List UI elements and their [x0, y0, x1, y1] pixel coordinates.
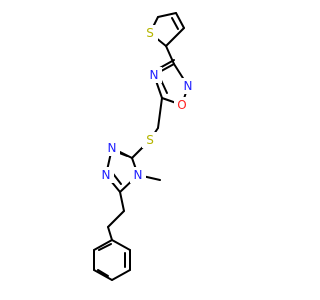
n-oxadiazole-left-label: N [150, 68, 159, 82]
bond-oxadiazole-ch2 [157, 97, 163, 129]
bond-triazole-ch2a [119, 191, 125, 212]
s-thiophene-bg [142, 25, 158, 41]
s-thiophene-label: S [146, 26, 154, 40]
n-oxadiazole-left-bg [146, 67, 162, 83]
n-triazole-top-label: N [108, 141, 117, 155]
n-oxadiazole-top-label: N [184, 79, 193, 93]
o-oxadiazole-label: O [177, 98, 186, 112]
thiophene-bond-c5-c4 [157, 12, 177, 18]
bond-ch2a-ch2b [107, 210, 125, 228]
atom-labels: S N N O S N N N [98, 25, 196, 183]
n-triazole-bottom-label: N [102, 168, 111, 182]
bond-ch2b-phenyl [107, 226, 113, 241]
n-oxadiazole-top-bg [180, 78, 196, 94]
phenyl-ring [93, 239, 131, 281]
phenyl-bond-3 [111, 269, 131, 281]
s-thioether-label: S [146, 133, 154, 147]
o-oxadiazole-bg [174, 97, 190, 113]
n-triazole-methyl-bg [130, 167, 146, 183]
s-thioether-bg [142, 132, 158, 148]
thiophene-bond-c4-c3-double [171, 17, 179, 30]
phenyl-bond-1 [111, 239, 131, 251]
phenyl-bond-6-double [98, 243, 112, 251]
n-triazole-bottom-bg [98, 167, 114, 183]
thiophene-bond-c3-c2 [165, 27, 185, 47]
structure-canvas: S N N O S N N N [93, 12, 196, 281]
phenyl-bond-6 [93, 239, 113, 251]
molecule-diagram: S N N O S N N N [93, 12, 196, 281]
phenyl-bond-4 [93, 269, 113, 281]
n-triazole-methyl-label: N [134, 168, 143, 182]
thiophene-bond-c4-c3 [175, 12, 185, 29]
n-triazole-top-bg [104, 140, 120, 156]
phenyl-bond-4-double [97, 269, 109, 277]
